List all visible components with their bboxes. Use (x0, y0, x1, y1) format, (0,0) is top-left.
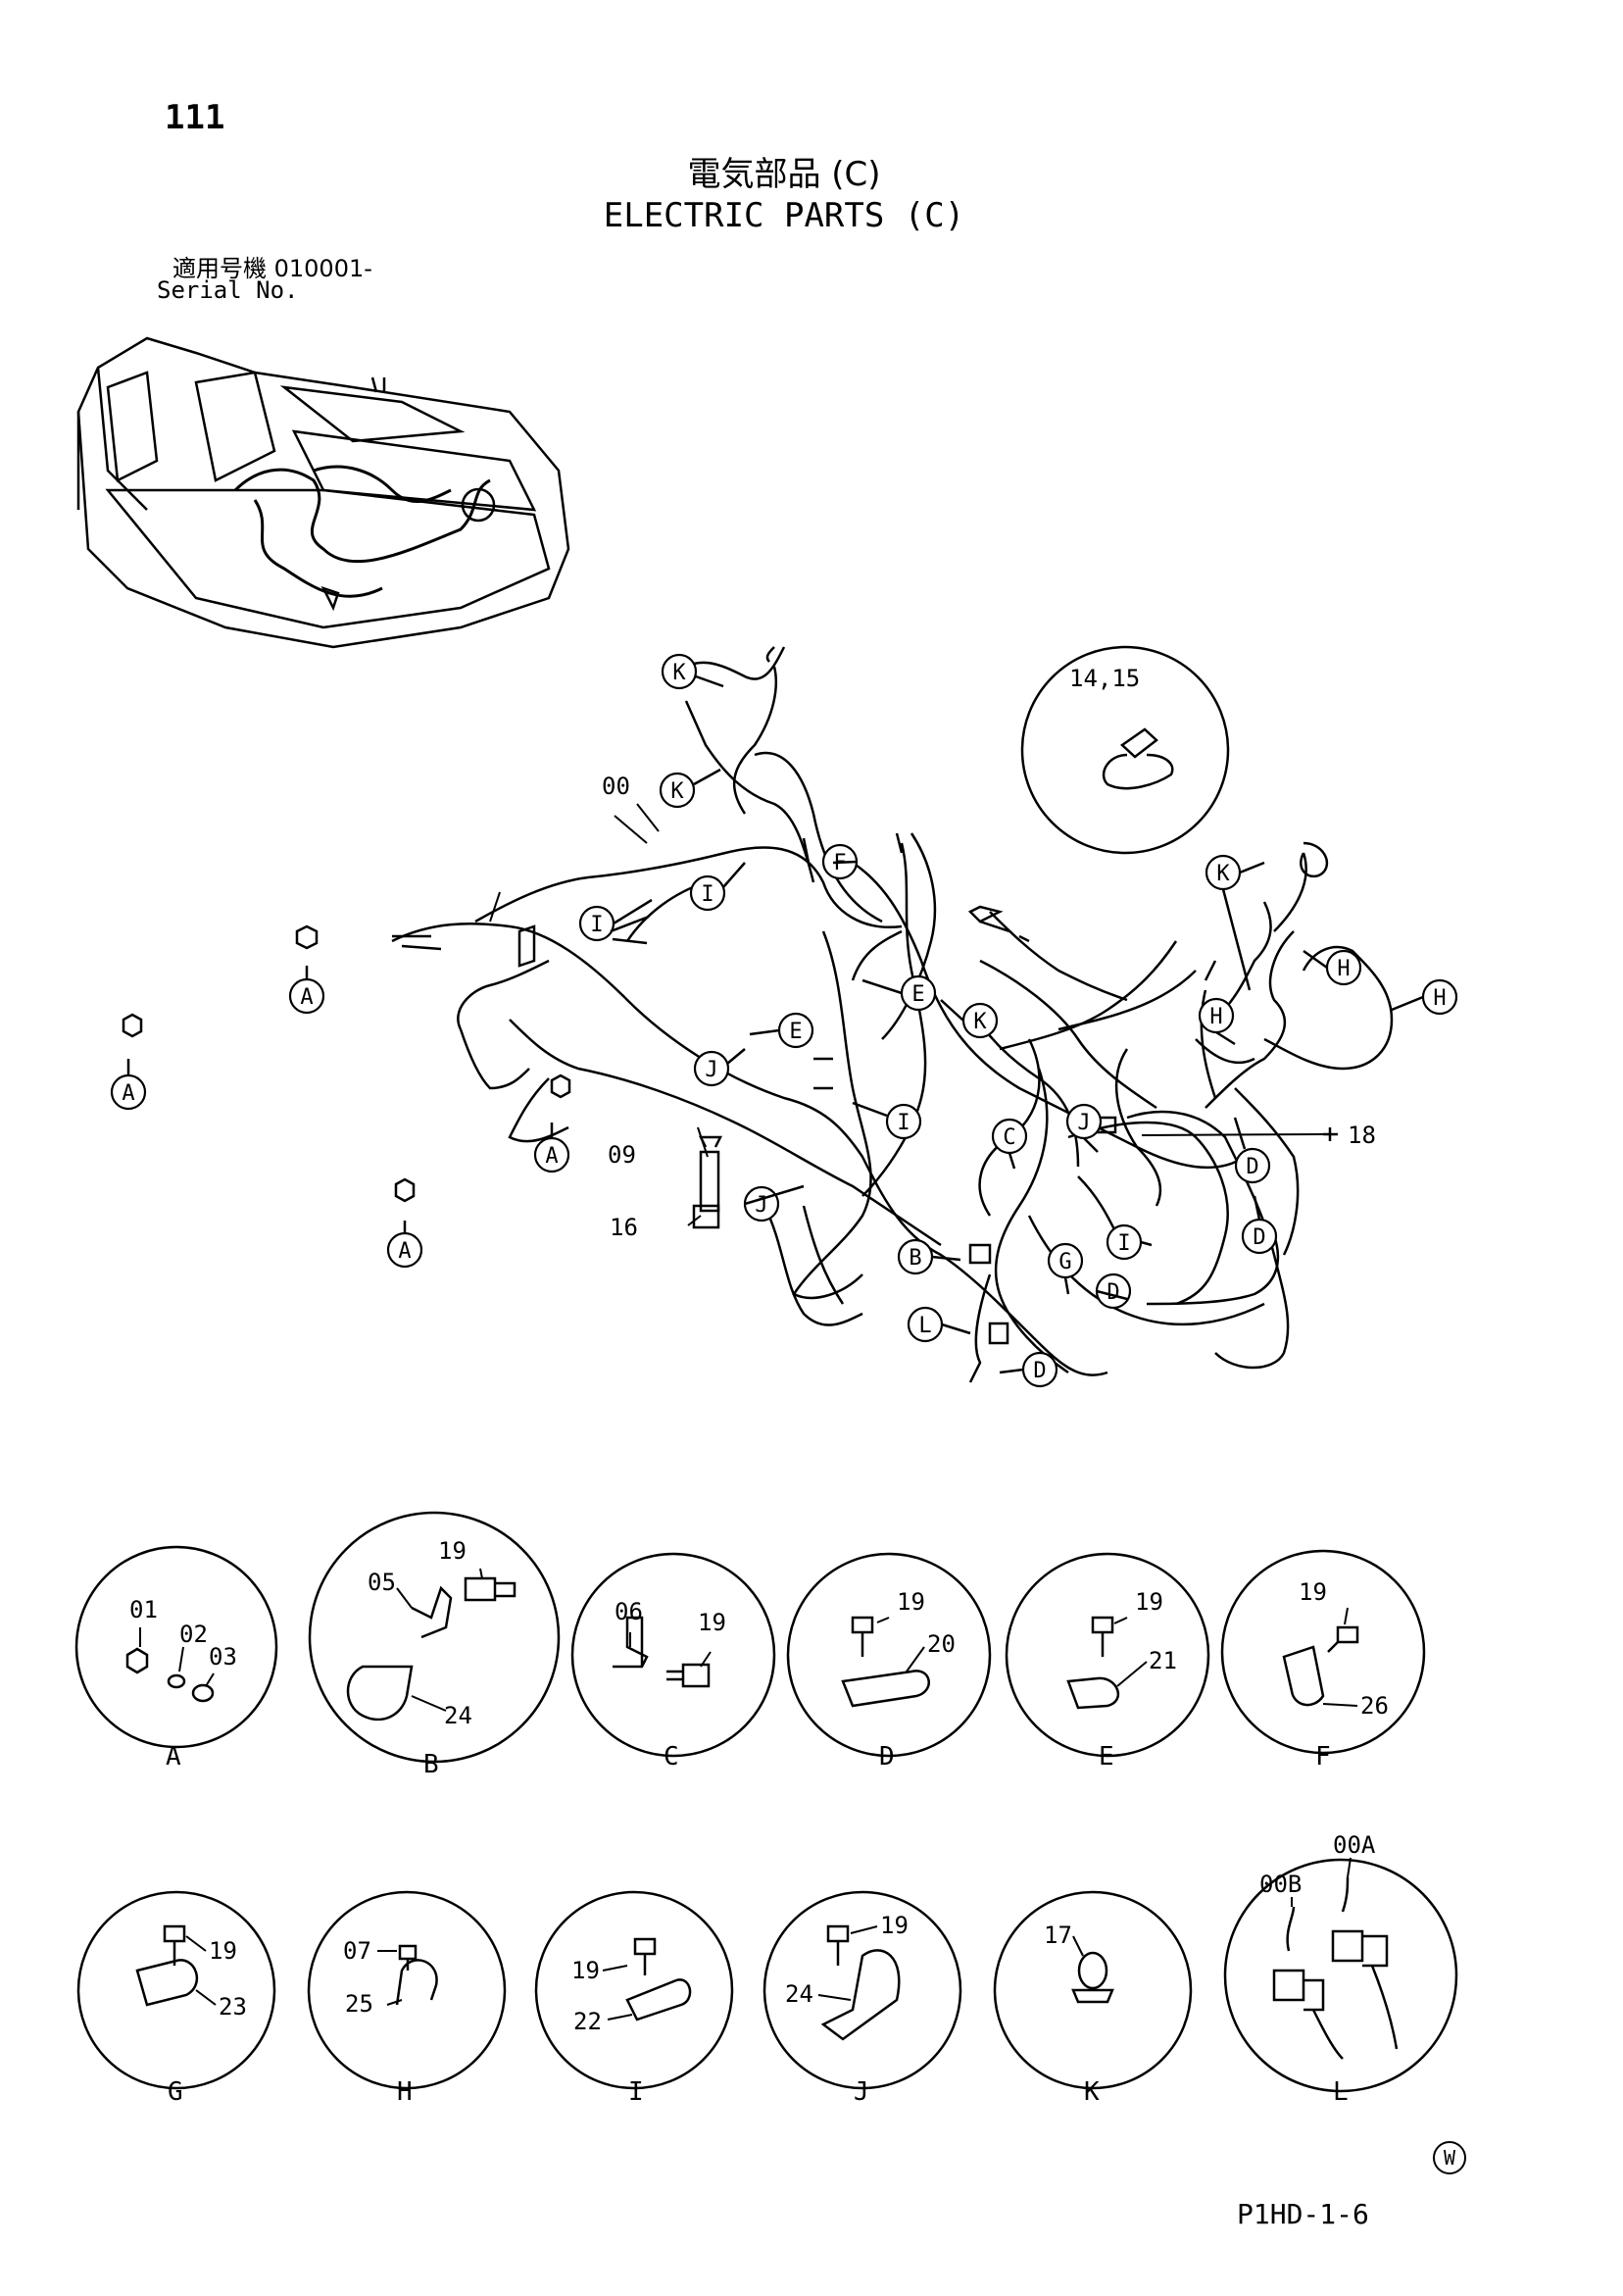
part-19-label: 19 (897, 1588, 925, 1616)
part-19-label: 19 (880, 1912, 909, 1939)
bubble-j: J (755, 1193, 767, 1218)
bubble-f: F (833, 851, 846, 875)
detail-i-label: I (628, 2077, 644, 2107)
part-01-label: 01 (129, 1596, 158, 1623)
bolt-18-label: 18 (1348, 1122, 1376, 1149)
part-05-label: 05 (368, 1569, 396, 1596)
part-25-label: 25 (345, 1990, 373, 2018)
bubble-d: D (1107, 1280, 1119, 1305)
wiring-harness (391, 646, 1394, 1383)
callout-bubbles: K K I I F E E J I J A A A A K C J K H H … (110, 653, 1458, 1388)
part-22-label: 22 (573, 2008, 602, 2035)
detail-row-1-labels: 01 02 03 A 05 19 24 B 06 19 C 19 20 D 19… (129, 1537, 1389, 1779)
bubble-l: L (918, 1314, 931, 1338)
harness-label: 00 (602, 773, 630, 800)
bubble-i: I (590, 913, 603, 937)
bubble-a: A (122, 1081, 134, 1106)
bubble-h: H (1433, 986, 1446, 1011)
part-23-label: 23 (219, 1993, 247, 2021)
bubble-i: I (897, 1111, 910, 1135)
detail-e-label: E (1099, 1742, 1114, 1772)
bubble-k: K (973, 1010, 987, 1034)
detail-row-2-labels: 19 23 G 07 25 H 19 22 I 19 24 J 17 K 00A… (168, 1831, 1376, 2107)
detail-row-2 (76, 1858, 1458, 2093)
part-16-label: 16 (610, 1214, 638, 1241)
part-06-label: 06 (615, 1598, 643, 1625)
detail-j-label: J (854, 2077, 869, 2107)
clamp-tie-label: 14,15 (1069, 665, 1140, 692)
part-02-label: 02 (179, 1621, 208, 1648)
bubble-j: J (705, 1058, 717, 1082)
part-00b-label: 00B (1259, 1871, 1302, 1898)
detail-d-label: D (879, 1742, 895, 1772)
bubble-a: A (398, 1239, 411, 1264)
page-number: 111 (165, 98, 225, 137)
nut-icons (122, 924, 571, 1203)
detail-k-label: K (1084, 2077, 1100, 2107)
part-17-label: 17 (1044, 1922, 1072, 1949)
part-19-label: 19 (438, 1537, 467, 1565)
detail-g-label: G (168, 2077, 183, 2107)
excavator-overview-sketch (76, 336, 570, 649)
title-japanese: 電気部品 (C) (687, 155, 881, 194)
bubble-a: A (300, 985, 313, 1010)
part-09-label: 09 (608, 1141, 636, 1169)
serial-label-english: Serial No. (157, 276, 299, 304)
part-26-label: 26 (1360, 1692, 1389, 1720)
bubble-b: B (909, 1246, 921, 1271)
part-19-label: 19 (209, 1937, 237, 1965)
bubble-g: G (1058, 1250, 1071, 1274)
detail-h-label: H (397, 2077, 413, 2107)
part-21-label: 21 (1149, 1647, 1177, 1674)
part-19-label: 19 (1299, 1578, 1327, 1606)
title-english: ELECTRIC PARTS (C) (603, 196, 965, 235)
bubble-a: A (545, 1144, 558, 1169)
part-19-label: 19 (1135, 1588, 1163, 1616)
bubble-d: D (1246, 1155, 1258, 1179)
detail-row-1 (74, 1511, 1426, 1764)
bubble-e: E (911, 982, 924, 1007)
detail-b-label: B (423, 1750, 439, 1779)
bubble-i: I (1117, 1231, 1130, 1256)
part-07-label: 07 (343, 1937, 371, 1965)
w-mark-symbol: W (1433, 2141, 1466, 2174)
bubble-e: E (789, 1020, 802, 1044)
bubble-i: I (701, 882, 713, 907)
bubble-h: H (1337, 957, 1350, 981)
part-03-label: 03 (209, 1643, 237, 1671)
bubble-c: C (1003, 1125, 1015, 1150)
detail-l-label: L (1333, 2077, 1349, 2107)
bubble-k: K (670, 779, 684, 804)
part-20-label: 20 (927, 1630, 956, 1658)
part-00a-label: 00A (1333, 1831, 1376, 1859)
serial-label-japanese: 適用号機 010001- (172, 255, 372, 282)
main-part-numbers: 00 14,15 18 09 16 (602, 665, 1376, 1241)
part-19-label: 19 (571, 1957, 600, 1984)
bubble-h: H (1209, 1005, 1222, 1029)
footer-code: P1HD-1-6 (1237, 2198, 1369, 2230)
bubble-d: D (1253, 1225, 1265, 1250)
detail-f-label: F (1315, 1742, 1331, 1772)
bubble-k: K (672, 661, 686, 685)
bubble-j: J (1077, 1111, 1090, 1135)
part-24-label: 24 (785, 1980, 813, 2008)
bubble-d: D (1033, 1359, 1046, 1383)
bubble-k: K (1216, 862, 1230, 886)
part-24-label: 24 (444, 1702, 472, 1729)
detail-c-label: C (664, 1742, 679, 1772)
part-19-label: 19 (698, 1609, 726, 1636)
detail-a-label: A (166, 1742, 181, 1772)
